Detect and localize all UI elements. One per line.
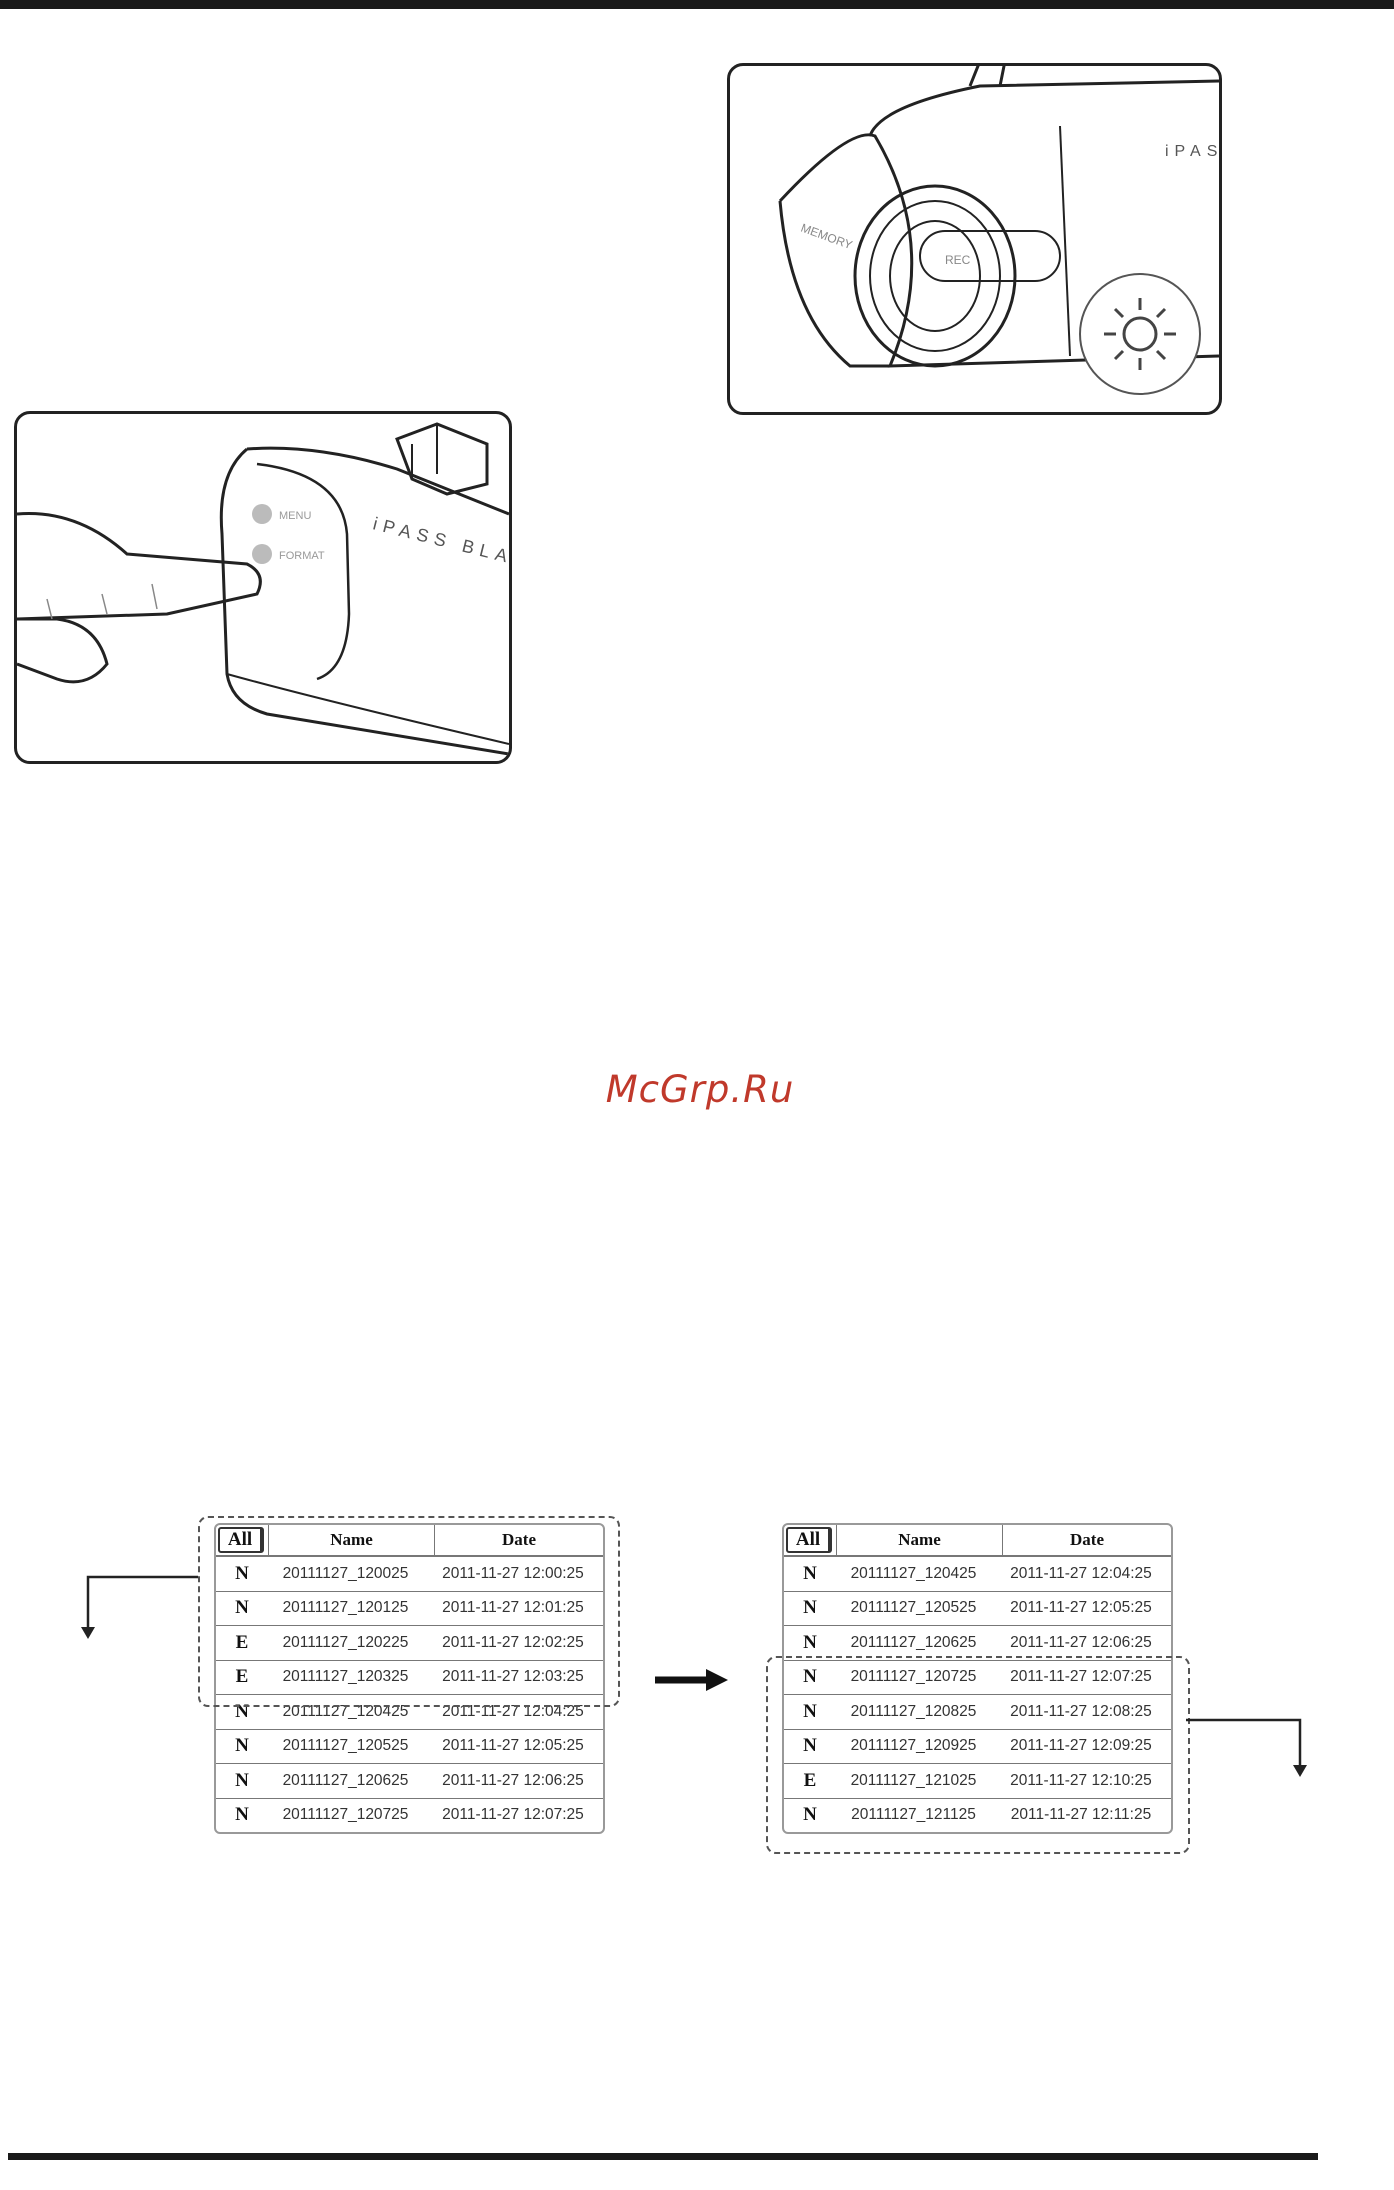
file-date: 2011-11-27 12:03:25 bbox=[442, 1668, 584, 1686]
file-date: 2011-11-27 12:01:25 bbox=[442, 1599, 584, 1617]
top-rule bbox=[0, 0, 1394, 9]
file-list-table-after: All Name Date N 20111127_120425 2011-11-27… bbox=[782, 1523, 1173, 1834]
file-date: 2011-11-27 12:09:25 bbox=[1010, 1737, 1152, 1755]
file-name: 20111127_120625 bbox=[282, 1771, 409, 1789]
table-row[interactable]: N 20111127_120425 2011-11-27 12:04:25 bbox=[784, 1556, 1171, 1591]
right-arrow-icon bbox=[655, 1669, 728, 1691]
all-filter-tab[interactable]: All bbox=[218, 1527, 264, 1553]
file-type: E bbox=[235, 1666, 249, 1688]
table-row[interactable]: N 20111127_120625 2011-11-27 12:06:25 bbox=[216, 1763, 603, 1798]
device-brand-label: iPASS bbox=[1165, 143, 1219, 160]
file-type: N bbox=[235, 1804, 249, 1826]
file-type: N bbox=[235, 1597, 249, 1619]
file-name: 20111127_120725 bbox=[850, 1668, 977, 1686]
file-name: 20111127_121125 bbox=[851, 1806, 976, 1824]
left-bracket-arrow-icon bbox=[81, 1575, 198, 1639]
file-name: 20111127_120225 bbox=[282, 1633, 409, 1651]
table-header: All Name Date bbox=[216, 1525, 603, 1556]
file-date: 2011-11-27 12:04:25 bbox=[1010, 1564, 1152, 1582]
file-type: N bbox=[803, 1562, 817, 1584]
finger-press-drawing: MENU FORMAT iPASS BLACK bbox=[17, 422, 509, 756]
file-type: N bbox=[235, 1735, 249, 1757]
table-row[interactable]: E 20111127_120225 2011-11-27 12:02:25 bbox=[216, 1625, 603, 1660]
file-list-table-before: All Name Date N 20111127_120025 2011-11-27… bbox=[214, 1523, 605, 1834]
file-name: 20111127_121025 bbox=[850, 1771, 977, 1789]
file-name: 20111127_120925 bbox=[850, 1737, 977, 1755]
table-row[interactable]: N 20111127_120125 2011-11-27 12:01:25 bbox=[216, 1590, 603, 1626]
table-row[interactable]: E 20111127_120325 2011-11-27 12:03:25 bbox=[216, 1659, 603, 1695]
table-row[interactable]: N 20111127_120025 2011-11-27 12:00:25 bbox=[216, 1556, 603, 1591]
file-date: 2011-11-27 12:00:25 bbox=[442, 1564, 584, 1582]
svg-text:MEMORY: MEMORY bbox=[799, 221, 854, 253]
file-name: 20111127_120425 bbox=[850, 1564, 977, 1582]
file-date: 2011-11-27 12:05:25 bbox=[442, 1737, 584, 1755]
device-led-drawing: MEMORY REC iPASS bbox=[778, 66, 1219, 395]
file-type: N bbox=[803, 1597, 817, 1619]
file-date: 2011-11-27 12:07:25 bbox=[1010, 1668, 1152, 1686]
device-button-press-illustration: MENU FORMAT iPASS BLACK bbox=[14, 411, 512, 764]
file-name: 20111127_120825 bbox=[850, 1702, 977, 1720]
file-date: 2011-11-27 12:11:25 bbox=[1010, 1806, 1152, 1824]
device-brand-label: iPASS BLACK bbox=[371, 513, 509, 576]
file-type: N bbox=[803, 1735, 817, 1757]
table-row[interactable]: N 20111127_120525 2011-11-27 12:05:25 bbox=[784, 1590, 1171, 1626]
file-name: 20111127_120325 bbox=[282, 1668, 409, 1686]
date-column-header: Date bbox=[502, 1530, 536, 1549]
file-date: 2011-11-27 12:06:25 bbox=[442, 1771, 584, 1789]
svg-text:MENU: MENU bbox=[279, 510, 311, 522]
file-type: N bbox=[803, 1804, 817, 1826]
table-row[interactable]: N 20111127_120625 2011-11-27 12:06:25 bbox=[784, 1625, 1171, 1660]
led-sun-icon bbox=[1079, 273, 1201, 395]
watermark: McGrp.Ru bbox=[605, 1068, 795, 1111]
table-row[interactable]: N 20111127_120525 2011-11-27 12:05:25 bbox=[216, 1728, 603, 1764]
file-type: N bbox=[235, 1769, 249, 1791]
file-type: N bbox=[803, 1666, 817, 1688]
device-led-illustration: MEMORY REC iPASS bbox=[727, 63, 1222, 415]
table-row[interactable]: N 20111127_120825 2011-11-27 12:08:25 bbox=[784, 1694, 1171, 1729]
file-type: E bbox=[803, 1769, 817, 1791]
bottom-rule bbox=[8, 2153, 1318, 2160]
table-row[interactable]: N 20111127_120725 2011-11-27 12:07:25 bbox=[784, 1659, 1171, 1695]
file-date: 2011-11-27 12:07:25 bbox=[442, 1806, 584, 1824]
file-date: 2011-11-27 12:10:25 bbox=[1010, 1771, 1152, 1789]
table-row[interactable]: E 20111127_121025 2011-11-27 12:10:25 bbox=[784, 1763, 1171, 1798]
file-type: E bbox=[235, 1631, 249, 1653]
file-type: N bbox=[235, 1562, 249, 1584]
file-type: N bbox=[803, 1631, 817, 1653]
table-row[interactable]: N 20111127_120725 2011-11-27 12:07:25 bbox=[216, 1797, 603, 1833]
file-name: 20111127_120725 bbox=[282, 1806, 409, 1824]
name-column-header: Name bbox=[268, 1525, 435, 1555]
svg-text:FORMAT: FORMAT bbox=[279, 550, 325, 562]
file-name: 20111127_120525 bbox=[282, 1737, 409, 1755]
file-type: N bbox=[803, 1700, 817, 1722]
table-header: All Name Date bbox=[784, 1525, 1171, 1556]
all-filter-tab[interactable]: All bbox=[786, 1527, 832, 1553]
file-date: 2011-11-27 12:06:25 bbox=[1010, 1633, 1152, 1651]
newest-files-selection bbox=[766, 1656, 1190, 1854]
file-name: 20111127_120025 bbox=[282, 1564, 409, 1582]
file-name: 20111127_120525 bbox=[850, 1599, 977, 1617]
file-date: 2011-11-27 12:05:25 bbox=[1010, 1599, 1152, 1617]
file-name: 20111127_120625 bbox=[850, 1633, 977, 1651]
oldest-files-selection bbox=[198, 1516, 620, 1707]
right-bracket-arrow-icon bbox=[1186, 1718, 1307, 1777]
file-date: 2011-11-27 12:02:25 bbox=[442, 1633, 584, 1651]
table-row[interactable]: N 20111127_121125 2011-11-27 12:11:25 bbox=[784, 1797, 1171, 1833]
date-column-header: Date bbox=[1070, 1530, 1104, 1549]
file-name: 20111127_120425 bbox=[282, 1702, 409, 1720]
file-name: 20111127_120125 bbox=[282, 1599, 409, 1617]
name-column-header: Name bbox=[836, 1525, 1003, 1555]
table-row[interactable]: N 20111127_120925 2011-11-27 12:09:25 bbox=[784, 1728, 1171, 1764]
file-date: 2011-11-27 12:08:25 bbox=[1010, 1702, 1152, 1720]
file-date: 2011-11-27 12:04:25 bbox=[442, 1702, 584, 1720]
svg-text:REC: REC bbox=[945, 253, 971, 267]
